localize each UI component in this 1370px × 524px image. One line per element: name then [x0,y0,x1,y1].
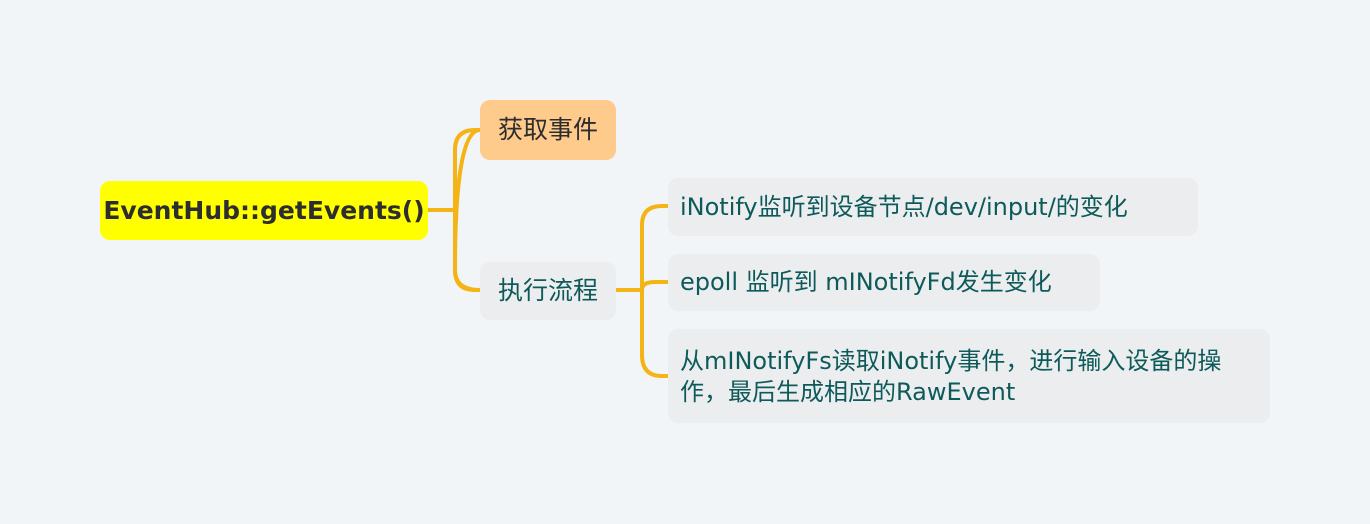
connector-branch-to-leaves [614,204,670,378]
branch-node-label: 执行流程 [497,276,598,305]
connector-root-trunk [453,128,482,292]
branch-node-get-events[interactable]: 获取事件 [480,100,616,160]
root-node[interactable]: EventHub::getEvents() [100,181,428,240]
leaf-node-label: iNotify监听到设备节点/dev/input/的变化 [680,192,1128,221]
leaf-node-read-events[interactable]: 从mINotifyFs读取iNotify事件，进行输入设备的操作，最后生成相应的… [668,329,1270,423]
leaf-node-label: 从mINotifyFs读取iNotify事件，进行输入设备的操作，最后生成相应的… [680,346,1222,406]
leaf-node-inotify[interactable]: iNotify监听到设备节点/dev/input/的变化 [668,178,1198,236]
leaf-node-epoll[interactable]: epoll 监听到 mINotifyFd发生变化 [668,254,1100,311]
branch-node-label: 获取事件 [497,115,598,144]
root-node-label: EventHub::getEvents() [103,195,425,225]
leaf-node-label: epoll 监听到 mINotifyFd发生变化 [680,268,1052,297]
branch-node-execution-flow[interactable]: 执行流程 [480,262,616,320]
